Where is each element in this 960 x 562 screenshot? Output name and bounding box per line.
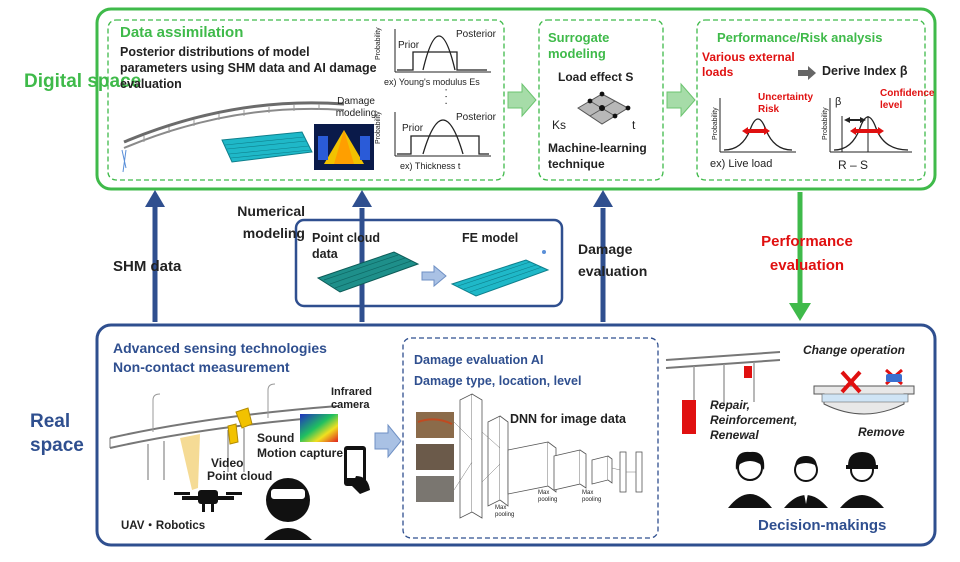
max-pooling-3: Max pooling: [582, 490, 602, 503]
performance-evaluation-label: Performance evaluation: [761, 233, 853, 274]
real-space-label: Real space: [30, 411, 84, 456]
surrogate-title: Surrogate modeling: [548, 30, 610, 61]
damage-ai-title: Damage evaluation AI: [414, 353, 544, 367]
point-cloud-label: Point cloud data: [312, 231, 381, 261]
data-assimilation-description: Posterior distributions of model paramet…: [120, 45, 377, 91]
probability-axis-2: Probability: [375, 111, 382, 144]
remove-label: Remove: [858, 425, 905, 439]
modeling-illustration: [316, 250, 550, 297]
decision-makers-icons: [728, 451, 884, 508]
surrogate-surface: [577, 91, 631, 125]
risk-distributions: [719, 98, 912, 153]
data-assimilation-box: [107, 19, 505, 181]
t-label: t: [632, 118, 636, 132]
fe-model-label: FE model: [462, 231, 519, 245]
prior-label-1: Prior: [398, 40, 420, 51]
damage-evaluation-label: Damage evaluation: [578, 241, 648, 279]
sensing-illustration: [109, 383, 339, 540]
max-pooling-1: Max pooling: [495, 505, 515, 518]
probability-axis-1: Probability: [375, 27, 382, 60]
surrogate-box: [538, 19, 664, 181]
damage-ai-subtitle: Damage type, location, level: [414, 374, 582, 388]
sensing-title-1: Advanced sensing technologies: [113, 340, 327, 356]
real-space-box: [95, 323, 937, 547]
data-assimilation-title: Data assimilation: [120, 24, 244, 41]
uav-label: UAV・Robotics: [121, 520, 206, 532]
performance-box: [696, 19, 926, 181]
sound-label: Sound: [257, 431, 295, 445]
repair-label: Repair, Reinforcement, Renewal: [710, 398, 798, 442]
shm-data-label: SHM data: [113, 258, 182, 275]
derive-arrow-icon: [798, 66, 816, 80]
r-minus-s-label: R – S: [838, 158, 869, 172]
motion-label: Motion capture: [257, 446, 343, 460]
dnn-label: DNN for image data: [510, 412, 626, 426]
arrow-sensing-to-ai: [374, 423, 402, 459]
prior-posterior-plots: [394, 29, 491, 157]
arrow-surrogate-to-performance: [666, 82, 696, 118]
posterior-label-1: Posterior: [456, 29, 497, 40]
youngs-modulus-label: ex) Young's modulus Es: [384, 77, 480, 87]
thickness-label: ex) Thickness t: [400, 161, 461, 171]
posterior-label-2: Posterior: [456, 112, 497, 123]
digital-space-box: [95, 7, 937, 191]
uncertainty-label: Uncertainty Risk: [758, 92, 814, 115]
ks-label: Ks: [552, 118, 567, 132]
point-cloud-sensing-label: Point cloud: [207, 469, 273, 483]
beta-label: β: [835, 96, 842, 108]
phone-icon: [344, 446, 370, 494]
video-label: Video: [211, 456, 244, 470]
decision-makings-title: Decision-makings: [758, 517, 887, 534]
sensing-title-2: Non-contact measurement: [113, 359, 290, 375]
bridge-model-illustration: [121, 101, 345, 173]
derive-index-label: Derive Index β: [822, 64, 908, 78]
technique-label: Machine-learning technique: [548, 141, 647, 171]
infrared-image: [300, 414, 338, 442]
digital-space-label: Digital space: [24, 71, 142, 92]
prior-label-2: Prior: [402, 123, 424, 134]
arrow-assim-to-surrogate: [507, 82, 537, 118]
dnn-diagram: [416, 393, 643, 519]
damage-modeling-figure: [314, 124, 374, 170]
probability-axis-4: Probability: [822, 107, 829, 140]
live-load-label: ex) Live load: [710, 158, 773, 170]
decision-illustration: [665, 351, 915, 434]
various-loads-label: Various external loads: [702, 50, 795, 79]
numerical-modeling-label: Numerical modeling: [237, 203, 305, 241]
dots: · · ·: [440, 88, 452, 106]
performance-title: Performance/Risk analysis: [717, 30, 883, 45]
confidence-label: Confidence level: [880, 88, 935, 111]
max-pooling-2: Max pooling: [538, 490, 558, 503]
infrared-label: Infrared camera: [331, 386, 372, 411]
load-effect-label: Load effect S: [558, 70, 634, 84]
modeling-box: [294, 218, 564, 308]
damage-modeling-label: Damage modeling: [335, 96, 377, 119]
change-operation-label: Change operation: [803, 343, 906, 357]
probability-axis-3: Probability: [712, 107, 719, 140]
